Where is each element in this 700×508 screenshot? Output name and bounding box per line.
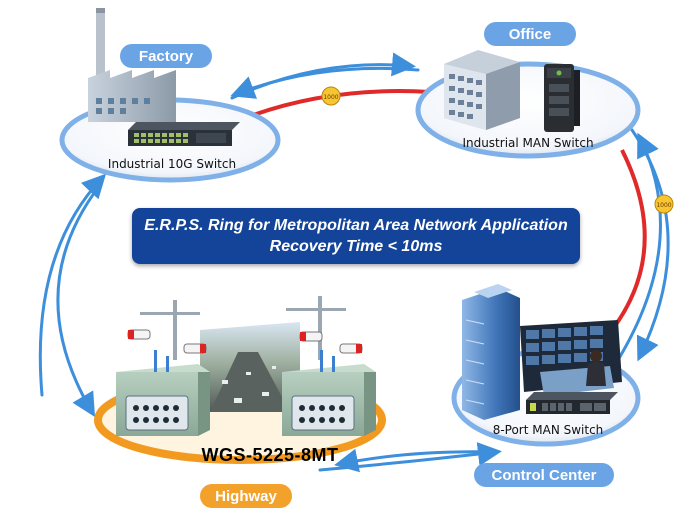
- arrow-office-factory: [230, 66, 420, 99]
- control-center-site-label: Control Center: [474, 463, 614, 487]
- arrow-factory-highway: [56, 183, 102, 418]
- industrial-10g-switch-icon: [128, 122, 240, 146]
- highway-site-label: Highway: [200, 484, 292, 508]
- fiber-office-cc: [610, 149, 647, 332]
- arrow-cc-office: [616, 132, 662, 362]
- banner-subtitle: Recovery Time < 10ms: [269, 238, 443, 255]
- video-wall-icon: [520, 320, 622, 396]
- title-banner: E.R.P.S. Ring for Metropolitan Area Netw…: [132, 208, 580, 264]
- office-node: [415, 50, 641, 159]
- banner-title: E.R.P.S. Ring for Metropolitan Area Netw…: [144, 217, 568, 234]
- camera-pole-right: [286, 296, 363, 360]
- svg-text:1000: 1000: [656, 202, 671, 209]
- wgs-5225-8mt-switch-icon: [299, 405, 345, 423]
- svg-text:1000: 1000: [323, 94, 338, 101]
- factory-node: [59, 8, 281, 183]
- highway-product-label: WGS-5225-8MT: [201, 445, 339, 465]
- operator-icon: [590, 350, 602, 362]
- wgs-5225-8mt-switch-icon: [133, 405, 179, 423]
- cabinet-right: [282, 350, 376, 436]
- highway-node: [94, 296, 386, 464]
- control-tower-icon: [462, 284, 520, 420]
- arrow-highway-factory: [38, 173, 107, 397]
- office-device-label: Industrial MAN Switch: [462, 136, 594, 150]
- factory-site-label: Factory: [120, 44, 212, 68]
- office-building-icon: [444, 50, 520, 130]
- factory-device-label: Industrial 10G Switch: [107, 157, 237, 171]
- fiber-badge-top: 1000: [321, 86, 341, 106]
- camera-icon: [127, 329, 151, 340]
- camera-icon: [299, 331, 323, 342]
- industrial-man-switch-icon: [544, 64, 580, 132]
- camera-icon: [339, 343, 363, 354]
- fiber-badge-right: 1000: [654, 194, 674, 214]
- highway-road-photo: [200, 322, 300, 412]
- camera-icon: [183, 343, 207, 354]
- ring-arrows: [38, 52, 670, 473]
- control-center-node: [451, 284, 641, 447]
- arrow-cc-highway: [334, 448, 498, 473]
- cabinet-left: [116, 350, 210, 436]
- control-center-device-label: 8-Port MAN Switch: [492, 423, 604, 437]
- office-site-label: Office: [484, 22, 576, 46]
- 8-port-man-switch-icon: [526, 392, 618, 414]
- factory-building-icon: [88, 8, 176, 122]
- camera-pole-left: [127, 300, 207, 360]
